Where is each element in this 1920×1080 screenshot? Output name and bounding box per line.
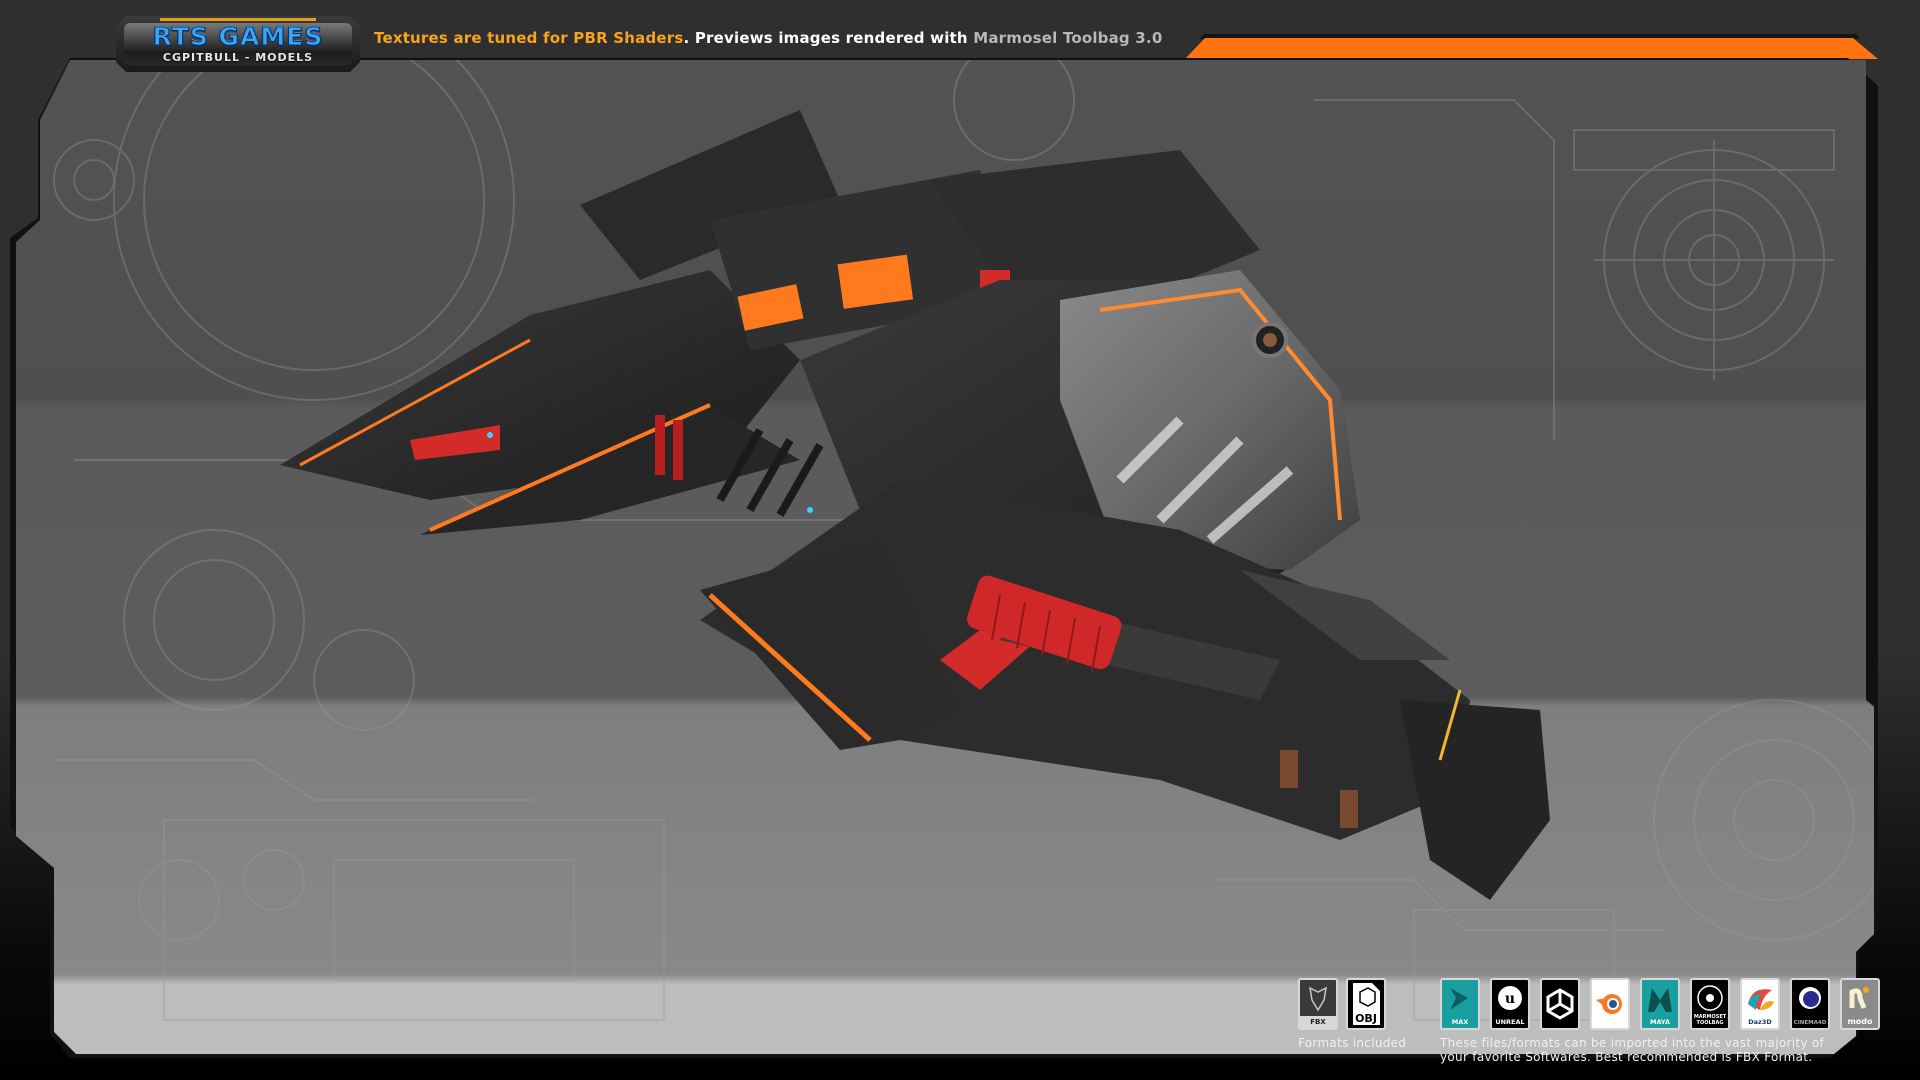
unreal-label: UNREAL <box>1495 1018 1525 1026</box>
header-info-text: Textures are tuned for PBR Shaders. Prev… <box>374 29 1162 47</box>
fbx-icon: FBX <box>1298 978 1338 1030</box>
maya-icon: MAYA <box>1640 978 1680 1030</box>
orange-accent-bar <box>1185 38 1878 59</box>
marmoset-toolbag-icon: MARMOSET TOOLBAG <box>1690 978 1730 1030</box>
cinema4d-icon: CINEMA4D <box>1790 978 1830 1030</box>
blueprint-pattern <box>53 60 1874 1021</box>
render-note: . Previews images rendered with <box>683 29 974 47</box>
modo-label: modo <box>1847 1017 1873 1026</box>
marmoset-label: MARMOSET TOOLBAG <box>1693 1014 1727 1026</box>
pbr-note: Textures are tuned for PBR Shaders <box>374 29 684 47</box>
cinema4d-label: CINEMA4D <box>1793 1020 1827 1026</box>
obj-label: OBJ <box>1355 1012 1377 1025</box>
software-caption-line2: your favorite Softwares. Best recommende… <box>1440 1050 1813 1064</box>
logo-gold-trim <box>160 18 316 21</box>
blender-icon <box>1590 978 1630 1030</box>
spaceship-render <box>280 110 1550 900</box>
rts-games-logo: RTS GAMES CGPITBULL - MODELS <box>116 16 360 72</box>
logo-subtitle: CGPITBULL - MODELS <box>162 51 314 64</box>
svg-text:u: u <box>1505 991 1515 1007</box>
daz3d-icon: Daz3D <box>1740 978 1780 1030</box>
logo-plate <box>124 23 352 65</box>
unity-icon <box>1540 978 1580 1030</box>
obj-icon: OBJ <box>1346 978 1386 1030</box>
renderer-name: Marmosel Toolbag 3.0 <box>973 29 1163 47</box>
software-caption-line1: These files/formats can be imported into… <box>1440 1036 1825 1050</box>
max-label: MAX <box>1451 1018 1469 1026</box>
modo-icon: modo <box>1840 978 1880 1030</box>
logo-title: RTS GAMES <box>152 22 324 52</box>
daz3d-label: Daz3D <box>1748 1018 1772 1026</box>
formats-caption: Formats included <box>1298 1036 1407 1050</box>
3dsmax-icon: MAX <box>1440 978 1480 1030</box>
orange-bar-shadow <box>1200 34 1860 39</box>
fbx-label: FBX <box>1310 1018 1326 1026</box>
maya-label: MAYA <box>1650 1018 1670 1026</box>
unreal-engine-icon: u UNREAL <box>1490 978 1530 1030</box>
